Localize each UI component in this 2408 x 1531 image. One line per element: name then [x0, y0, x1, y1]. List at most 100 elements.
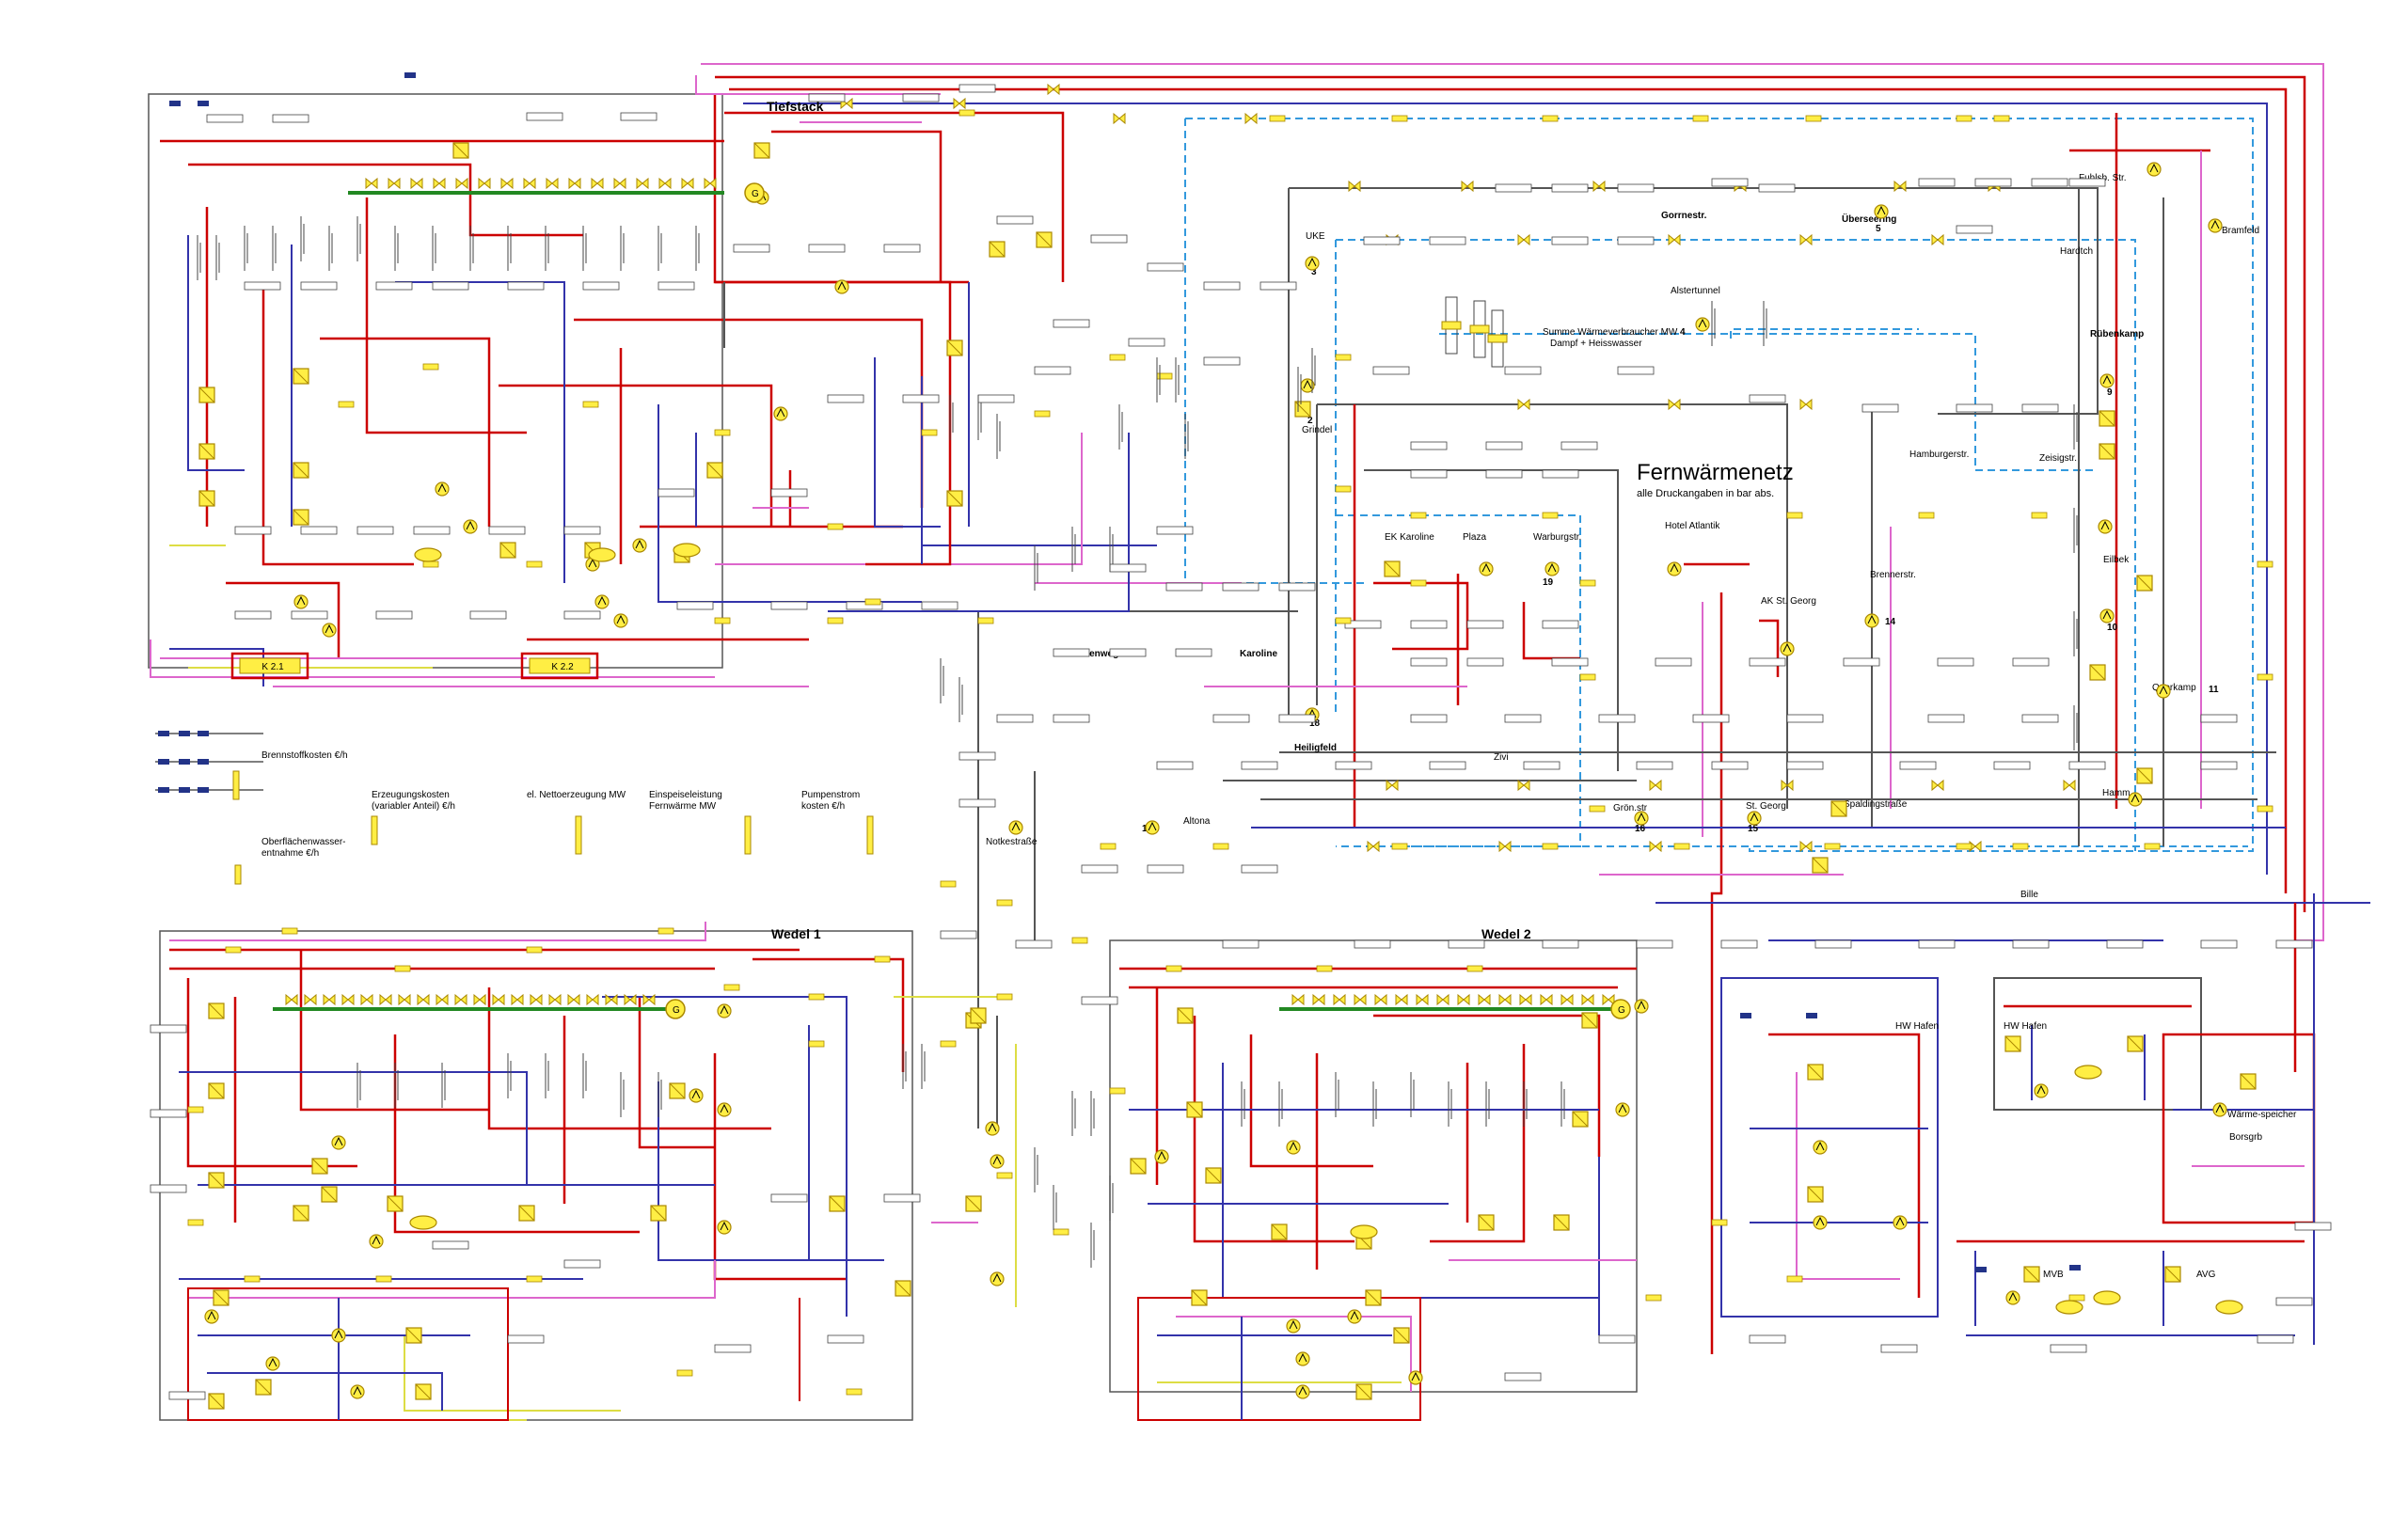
- value-display: [375, 610, 413, 620]
- value-display: [1053, 319, 1090, 328]
- station-fuhlsbuettel: Fuhlsb. Str.: [2079, 173, 2127, 183]
- valve-icon: [365, 177, 378, 190]
- heat-exchanger-diagonal: [1271, 1223, 1288, 1240]
- valve-icon: [1649, 779, 1662, 792]
- value-bar: [1993, 115, 2010, 122]
- value-display: [977, 394, 1015, 403]
- pump-icon: [1545, 561, 1560, 576]
- generator-icon: [1610, 999, 1631, 1019]
- pump-arrow-icon: [1670, 562, 1679, 573]
- measurement-stack: [244, 226, 248, 271]
- value-bar: [714, 617, 731, 624]
- value-display: [2021, 403, 2059, 413]
- measurement-stack: [1034, 1147, 1038, 1192]
- wedel2-label: Wedel 2: [1481, 926, 1531, 941]
- value-display: [1222, 939, 1259, 949]
- wedel1-label: Wedel 1: [771, 926, 821, 941]
- num-eilbek: 10: [2107, 623, 2118, 633]
- valve-icon: [953, 97, 966, 110]
- value-bar: [1109, 354, 1126, 361]
- heat-exchanger-diagonal: [255, 1379, 272, 1396]
- generator-icon: [665, 999, 686, 1019]
- value-display: [1015, 939, 1053, 949]
- value-display: [1598, 1334, 1636, 1344]
- pump-icon: [350, 1384, 365, 1399]
- value-display: [563, 610, 601, 620]
- valve-icon: [658, 177, 672, 190]
- valve-icon: [417, 993, 430, 1006]
- value-display: [1617, 236, 1655, 245]
- measurement-stack: [441, 1063, 446, 1108]
- value-display: [1711, 761, 1749, 770]
- value-bar: [1956, 843, 1972, 850]
- measurement-stack: [394, 226, 399, 271]
- valve-icon: [1517, 398, 1530, 411]
- valve-icon: [642, 993, 656, 1006]
- value-bar: [1805, 115, 1822, 122]
- legend-einspeiseleistung-1: Einspeiseleistung: [649, 790, 722, 800]
- measurement-stack: [356, 1063, 361, 1108]
- heat-exchanger-diagonal: [1572, 1111, 1589, 1128]
- heat-exchanger-diagonal: [1191, 1289, 1208, 1306]
- pump-arrow-icon: [776, 407, 785, 418]
- legend-pumpenstrom-2: kosten €/h: [801, 801, 845, 812]
- value-bar: [714, 429, 731, 436]
- value-bar: [1100, 843, 1117, 850]
- pump-arrow-icon: [325, 623, 334, 634]
- station-ak-st-georg: AK St. Georg: [1761, 596, 1816, 607]
- valve-icon: [1461, 180, 1474, 193]
- value-bar: [1034, 410, 1051, 418]
- value-bar: [1956, 115, 1972, 122]
- valve-icon: [1602, 993, 1615, 1006]
- pump-arrow-icon: [2131, 793, 2140, 803]
- valve-icon: [1113, 112, 1126, 125]
- wedel1-plant: [159, 922, 1017, 1421]
- value-display: [1053, 714, 1090, 723]
- heat-exchanger-diagonal: [946, 339, 963, 356]
- drum-icon: [409, 1215, 437, 1230]
- value-display: [1974, 178, 2012, 187]
- value-bar: [827, 523, 844, 530]
- heat-exchanger-diagonal: [946, 490, 963, 507]
- pump-arrow-icon: [1867, 614, 1877, 624]
- value-display: [1542, 620, 1579, 629]
- value-display: [808, 244, 846, 253]
- pump-arrow-icon: [1895, 1216, 1905, 1226]
- value-display: [1636, 761, 1673, 770]
- value-display: [1147, 864, 1184, 874]
- pump-icon: [2156, 684, 2171, 699]
- measurement-stack: [1071, 1091, 1076, 1136]
- pump-unit-body: [1487, 334, 1508, 343]
- measurement-stack: [1241, 1081, 1245, 1127]
- value-display: [1495, 183, 1532, 193]
- value-display: [2012, 657, 2050, 667]
- value-bar: [1071, 937, 1088, 944]
- value-display: [1429, 761, 1466, 770]
- value-display: [2068, 761, 2106, 770]
- pump-icon: [1154, 1149, 1169, 1164]
- valve-icon: [1498, 993, 1512, 1006]
- value-bar: [225, 946, 242, 954]
- heat-exchanger-diagonal: [706, 462, 723, 479]
- value-bar: [1918, 512, 1935, 519]
- value-display: [1814, 939, 1852, 949]
- pump-icon: [1479, 561, 1494, 576]
- value-bar: [1824, 843, 1841, 850]
- value-display: [846, 601, 883, 610]
- bus-cap: [1806, 1013, 1817, 1018]
- valve-icon: [1416, 993, 1429, 1006]
- heat-exchanger-diagonal: [1581, 1012, 1598, 1029]
- pump-arrow-icon: [1698, 318, 1707, 328]
- value-display: [1410, 657, 1448, 667]
- value-display: [1749, 657, 1786, 667]
- value-display: [234, 526, 272, 535]
- heat-exchanger-diagonal: [650, 1205, 667, 1222]
- valve-icon: [360, 993, 373, 1006]
- measurement-stack: [1711, 301, 1716, 346]
- value-bar: [2257, 673, 2273, 681]
- value-bar: [1335, 617, 1352, 624]
- heat-exchanger-diagonal: [1830, 800, 1847, 817]
- station-waerme-speicher: Wärme-speicher: [2227, 1110, 2297, 1120]
- pump-icon: [2212, 1102, 2227, 1117]
- num-uke: 3: [1311, 267, 1317, 277]
